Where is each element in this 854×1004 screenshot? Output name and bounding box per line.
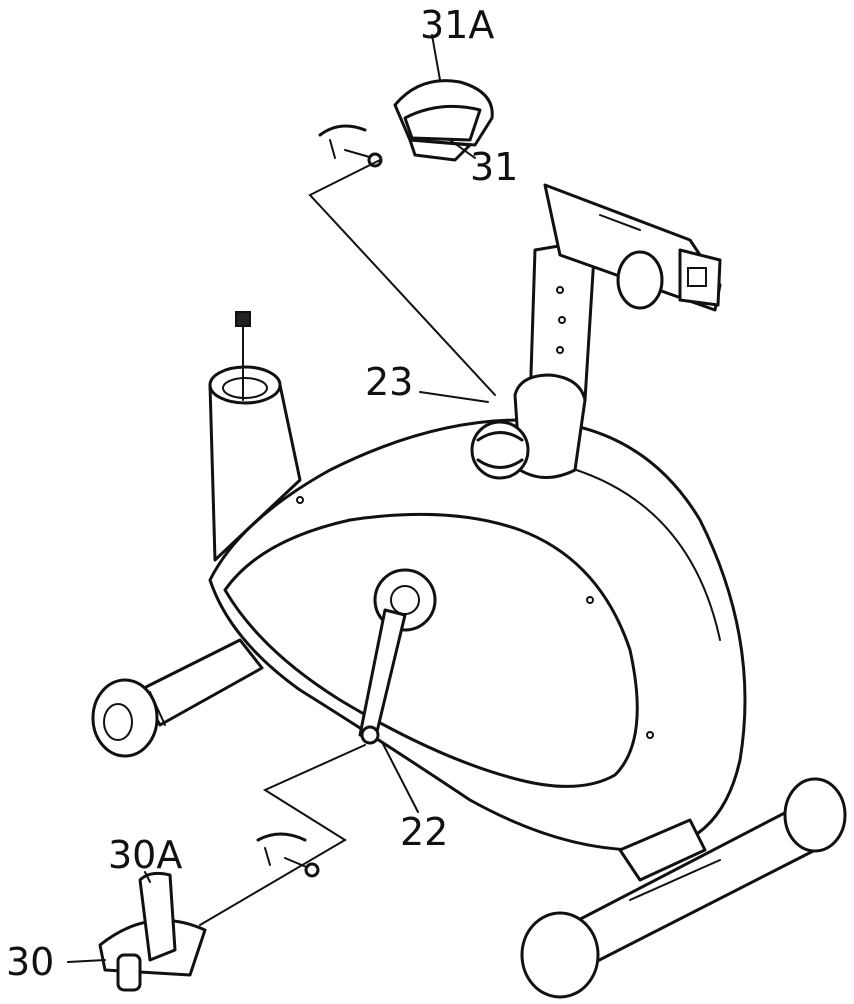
seat-post-tube [208,311,302,562]
right-pedal-axle [318,124,383,168]
right-pedal [393,79,494,162]
assembly-lines [199,159,496,926]
front-stabilizer [520,777,847,999]
handlebar-post [513,183,722,479]
leader-lines [67,34,489,963]
label-22: 22 [400,810,448,854]
label-30A: 30A [108,833,182,877]
rear-stabilizer [91,638,264,758]
crank-arm [358,568,437,745]
adjustment-knob [470,420,530,480]
label-30: 30 [6,940,54,984]
left-pedal [98,871,207,992]
left-pedal-axle [256,832,320,878]
label-31: 31 [470,145,518,189]
label-23: 23 [365,360,413,404]
label-31A: 31A [420,3,494,47]
